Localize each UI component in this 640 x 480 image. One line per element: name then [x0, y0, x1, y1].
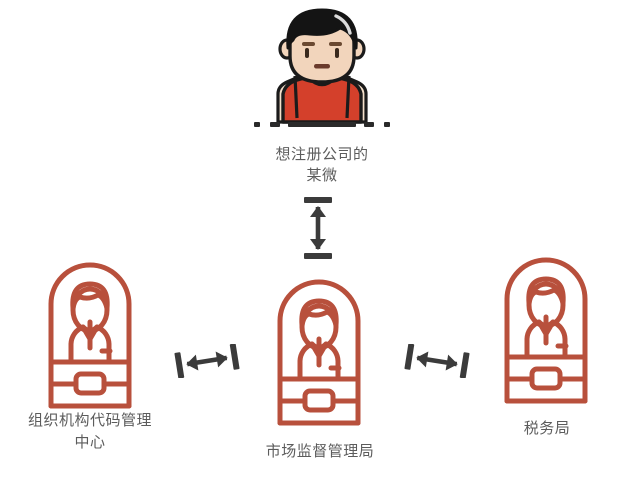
double-arrow-horizontal-icon-right [404, 344, 470, 378]
node-label-org-code-center: 组织机构代码管理 中心 [27, 412, 152, 451]
double-arrow-horizontal-icon-left [174, 344, 240, 378]
node-label-market-supervision-bureau: 市场监督管理局 [265, 443, 375, 460]
office-counter-clerk-icon-left [47, 258, 133, 410]
office-counter-clerk-icon-center [276, 275, 362, 427]
double-arrow-vertical-icon [295, 197, 341, 259]
citizen-label: 想注册公司的 某微 [275, 146, 369, 184]
node-label-tax-bureau: 税务局 [523, 420, 571, 437]
office-counter-clerk-icon-right [503, 253, 589, 405]
citizen-avatar [252, 2, 392, 142]
